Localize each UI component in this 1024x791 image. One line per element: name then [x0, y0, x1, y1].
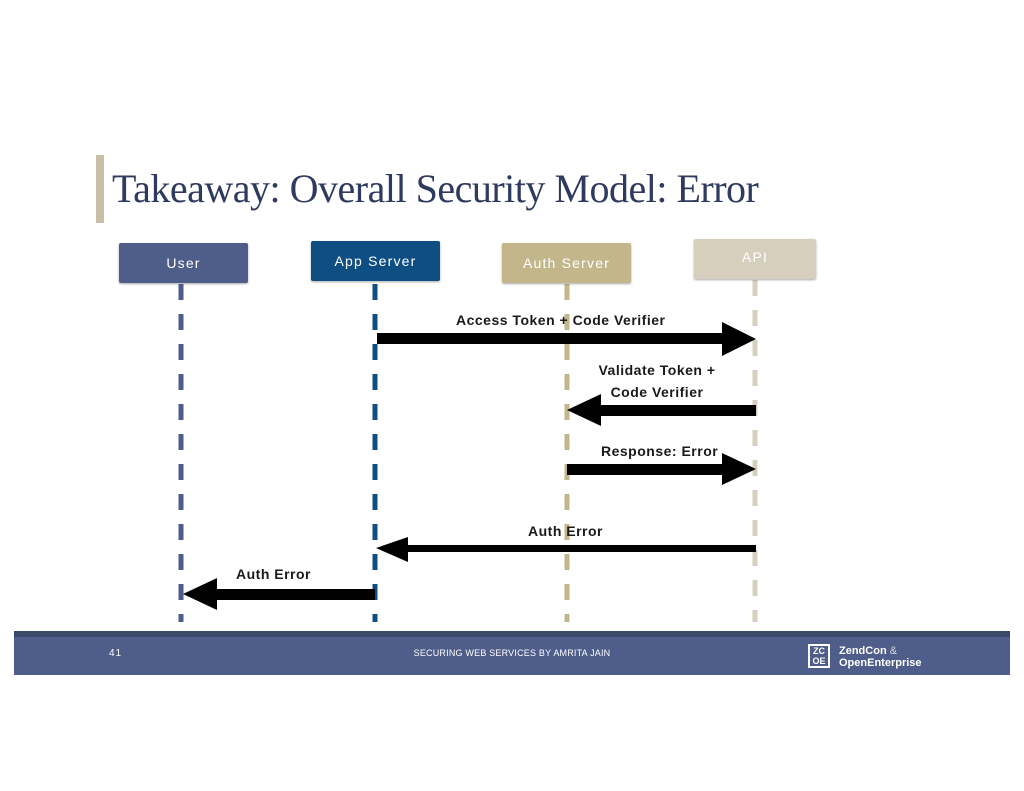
- title-accent-bar: [96, 155, 104, 223]
- zendcon-logo: ZC OE ZendCon & OpenEnterprise: [808, 642, 948, 672]
- actor-app-server-label: App Server: [334, 253, 417, 269]
- message-label-validate-line1: Validate Token +: [598, 362, 716, 378]
- message-label-access-token: Access Token + Code Verifier: [456, 312, 666, 328]
- logo-line1: ZendCon: [839, 645, 887, 657]
- logo-line2: OpenEnterprise: [839, 657, 922, 669]
- actor-user: User: [119, 243, 248, 283]
- arrow-auth-error-api: [376, 537, 756, 562]
- slide-footer: 41 SECURING WEB SERVICES BY AMRITA JAIN …: [14, 637, 1010, 675]
- message-label-validate-line2: Code Verifier: [610, 384, 704, 400]
- actor-api: API: [694, 239, 816, 279]
- actor-auth-server-label: Auth Server: [522, 255, 611, 271]
- logo-wordmark: ZendCon & OpenEnterprise: [839, 645, 922, 669]
- footer-caption: SECURING WEB SERVICES BY AMRITA JAIN: [413, 648, 611, 658]
- logo-mark-top: ZC: [813, 646, 825, 656]
- actor-app-server: App Server: [311, 241, 440, 281]
- page-number: 41: [109, 648, 123, 659]
- message-label-auth-error-api: Auth Error: [528, 523, 603, 539]
- message-label-auth-error-user: Auth Error: [236, 566, 311, 582]
- zendcon-logo-mark: ZC OE: [808, 644, 830, 668]
- message-label-response-error: Response: Error: [601, 443, 719, 459]
- arrow-validate-token: [567, 394, 756, 426]
- logo-ampersand: &: [889, 645, 898, 657]
- arrow-access-token: [377, 322, 756, 356]
- slide-title: Takeaway: Overall Security Model: Error: [112, 166, 759, 211]
- arrow-auth-error-user: [183, 578, 375, 610]
- footer-top-rule: [14, 631, 1010, 637]
- message-label-validate-token: Validate Token + Code Verifier: [582, 359, 732, 403]
- actor-auth-server: Auth Server: [502, 243, 631, 283]
- arrow-response-error: [567, 453, 756, 485]
- logo-mark-bottom: OE: [812, 656, 826, 666]
- actor-api-label: API: [741, 249, 769, 265]
- actor-user-label: User: [166, 255, 201, 271]
